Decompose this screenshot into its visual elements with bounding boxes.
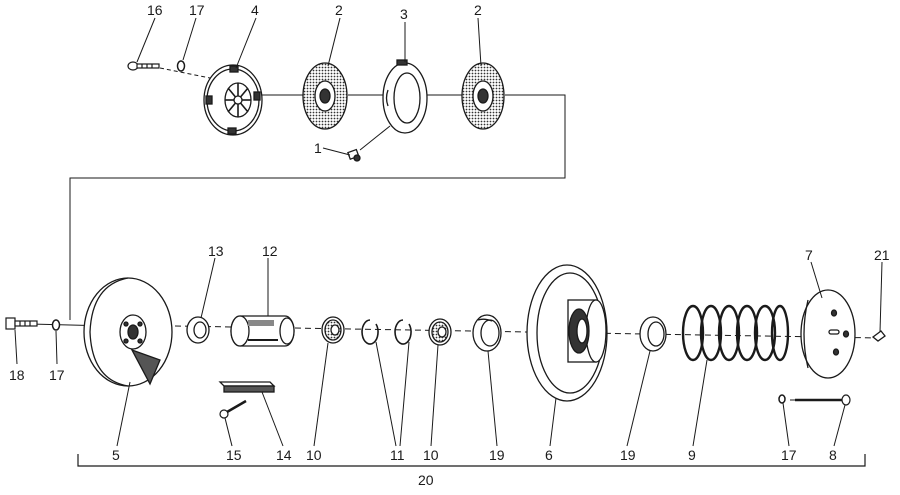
part-17-washer-top bbox=[176, 60, 186, 72]
label-3: 3 bbox=[400, 6, 408, 22]
label-13: 13 bbox=[208, 243, 224, 259]
part-7-cover-plate bbox=[800, 289, 856, 379]
part-13-seal-ring bbox=[186, 316, 210, 344]
label-19-left: 19 bbox=[489, 447, 505, 463]
label-17-bottom: 17 bbox=[781, 447, 797, 463]
part-8-long-bolt bbox=[795, 394, 851, 406]
part-11-circlip-left bbox=[361, 319, 379, 345]
part-3-intermediate-plate bbox=[382, 59, 428, 134]
part-19-bushing-right bbox=[639, 316, 667, 352]
part-17-washer-bottom bbox=[778, 394, 786, 404]
label-10-right: 10 bbox=[423, 447, 439, 463]
label-5: 5 bbox=[112, 447, 120, 463]
part-10-bearing-left bbox=[321, 316, 345, 344]
part-11-circlip-right bbox=[394, 319, 412, 345]
label-15: 15 bbox=[226, 447, 242, 463]
label-18: 18 bbox=[9, 367, 25, 383]
part-15-screw bbox=[219, 399, 247, 419]
part-14-key bbox=[218, 381, 276, 393]
part-18-bolt bbox=[5, 317, 38, 330]
assembly-bracket-20 bbox=[77, 454, 866, 467]
label-10-left: 10 bbox=[306, 447, 322, 463]
label-7: 7 bbox=[805, 247, 813, 263]
part-17-washer-left bbox=[51, 319, 61, 331]
part-12-sleeve bbox=[230, 315, 295, 347]
label-16: 16 bbox=[147, 2, 163, 18]
label-14: 14 bbox=[276, 447, 292, 463]
label-12: 12 bbox=[262, 243, 278, 259]
label-20: 20 bbox=[418, 472, 434, 488]
label-17-left: 17 bbox=[49, 367, 65, 383]
label-17-top: 17 bbox=[189, 2, 205, 18]
part-9-spring bbox=[681, 304, 790, 362]
label-6: 6 bbox=[545, 447, 553, 463]
part-21-nipple bbox=[871, 330, 886, 342]
part-6-pulley bbox=[526, 264, 608, 402]
callout-labels: 16 17 4 2 3 2 1 13 12 7 21 18 17 5 15 14… bbox=[9, 2, 890, 488]
part-16-bolt bbox=[127, 61, 160, 71]
label-11: 11 bbox=[390, 447, 405, 463]
label-9: 9 bbox=[688, 447, 696, 463]
part-10-bearing-right bbox=[428, 318, 452, 346]
label-2-left: 2 bbox=[335, 2, 343, 18]
part-5-flywheel bbox=[83, 277, 173, 387]
label-19-right: 19 bbox=[620, 447, 636, 463]
part-19-bushing-left bbox=[472, 314, 502, 352]
label-1: 1 bbox=[314, 140, 322, 156]
label-2-right: 2 bbox=[474, 2, 482, 18]
part-2-clutch-disc-right bbox=[461, 62, 505, 130]
label-8: 8 bbox=[829, 447, 837, 463]
label-21: 21 bbox=[874, 247, 890, 263]
part-4-pressure-plate bbox=[203, 64, 263, 136]
part-1-pin bbox=[347, 148, 361, 162]
leader-lines bbox=[14, 17, 883, 447]
part-2-clutch-disc-left bbox=[302, 62, 348, 130]
label-4: 4 bbox=[251, 2, 259, 18]
